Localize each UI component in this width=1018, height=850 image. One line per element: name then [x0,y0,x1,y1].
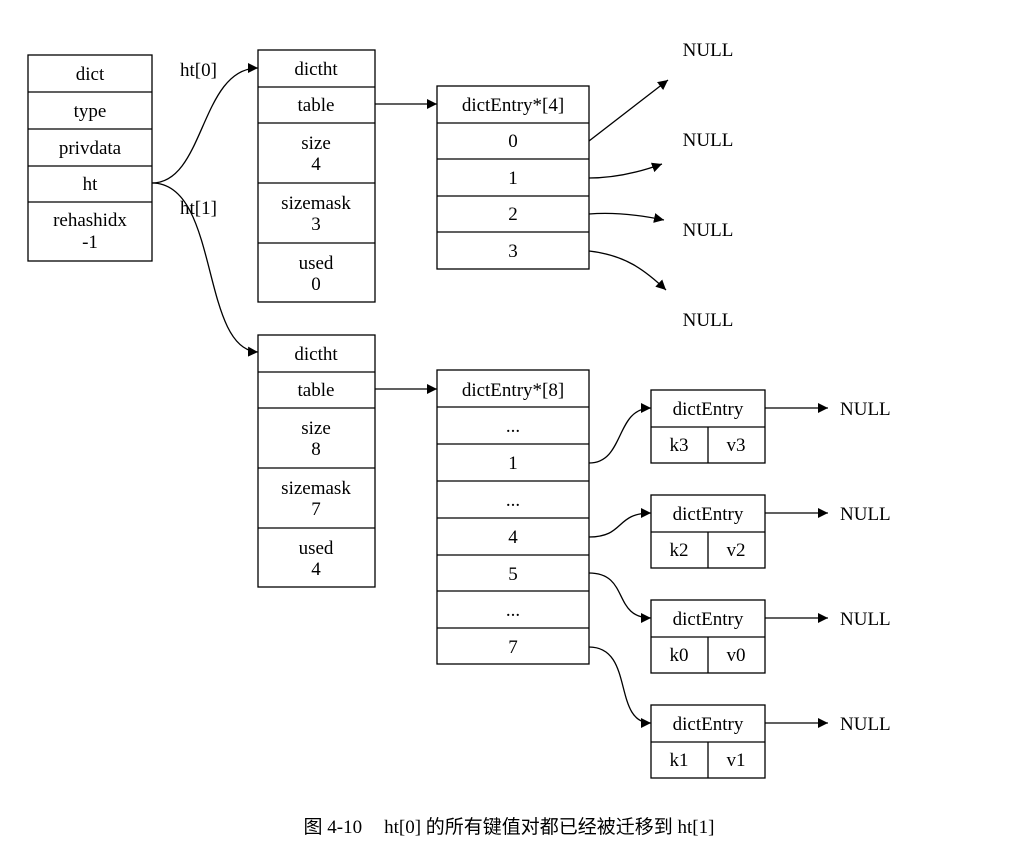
dict-field-ht: ht [83,174,99,195]
dictht-1-sizemask-value: 7 [311,499,321,520]
null-label: NULL [683,40,734,61]
bucket-array-8-cell: 7 [508,637,518,658]
dictht-0-used-label: used [299,253,334,274]
dict-entry-value: v2 [727,540,746,561]
null-label: NULL [683,130,734,151]
edge-bucket2-null [588,212,665,223]
dictht-1-used-value: 4 [311,559,321,580]
dictht-0-used-value: 0 [311,274,321,295]
bucket-array-4-cell: 1 [508,168,518,189]
dictht-0-sizemask-value: 3 [311,214,321,235]
dictht-0-size-label: size [301,133,331,154]
edge-dict-to-ht0 [151,63,259,184]
edge-label-ht0: ht[0] [180,60,217,81]
dictht-0-table: table [298,95,335,116]
edge-bucket3-null [588,250,667,291]
dict-entry-key: k3 [670,435,689,456]
dict-field-rehashidx: rehashidx [53,210,127,231]
dict-entry-k1: dictEntry k1 v1 [650,704,766,779]
edge-bucket5-k0 [588,572,652,623]
dict-entry-key: k2 [670,540,689,561]
dict-entry-k3: dictEntry k3 v3 [650,389,766,464]
figure-caption: 图 4-10 ht[0] 的所有键值对都已经被迁移到 ht[1] [0,812,1018,839]
figure-number: 图 4-10 [303,817,363,838]
bucket-array-8-cell: ... [506,416,520,437]
edge-bucket1-k3 [588,403,652,464]
dict-entry-title: dictEntry [673,609,744,630]
null-label: NULL [840,609,891,630]
bucket-array-4-cell: 3 [508,241,518,262]
null-label: NULL [840,714,891,735]
bucket-array-8-title: dictEntry*[8] [462,380,564,401]
dict-entry-k2: dictEntry k2 v2 [650,494,766,569]
bucket-array-8: dictEntry*[8] ... 1 ... 4 5 ... 7 [436,369,590,665]
diagram: dict type privdata ht rehashidx -1 dicth… [27,40,891,779]
null-label: NULL [683,310,734,331]
dictht-1-size-value: 8 [311,439,321,460]
dict-field-type: type [74,101,107,122]
dictht-0-title: dictht [294,59,338,80]
dict-entry-value: v3 [727,435,746,456]
bucket-array-4: dictEntry*[4] 0 1 2 3 [436,85,590,270]
edge-bucket0-null [588,79,669,142]
dict-entry-title: dictEntry [673,504,744,525]
null-label: NULL [683,220,734,241]
dict-entry-value: v0 [727,645,746,666]
dict-struct: dict type privdata ht rehashidx -1 [27,54,153,262]
null-label: NULL [840,504,891,525]
edge-dict-to-ht1 [151,182,259,357]
dictht-1-used-label: used [299,538,334,559]
dict-entry-key: k1 [670,750,689,771]
dict-entry-title: dictEntry [673,714,744,735]
bucket-array-8-cell: 5 [508,564,518,585]
bucket-array-8-cell: 4 [508,527,518,548]
dict-entry-value: v1 [727,750,746,771]
dictht-0-sizemask-label: sizemask [281,193,351,214]
dict-title: dict [76,64,105,85]
dictht-1-title: dictht [294,344,338,365]
edge-label-ht1: ht[1] [180,198,217,219]
edge-bucket4-k2 [588,508,652,538]
dictht-1-table: table [298,380,335,401]
bucket-array-8-cell: ... [506,600,520,621]
dictht-1-size-label: size [301,418,331,439]
dict-entry-title: dictEntry [673,399,744,420]
dictht-0-size-value: 4 [311,154,321,175]
bucket-array-4-cell: 2 [508,204,518,225]
dict-entry-k0: dictEntry k0 v0 [650,599,766,674]
bucket-array-8-cell: ... [506,490,520,511]
dict-rehashidx-value: -1 [82,232,98,253]
dictht-1-sizemask-label: sizemask [281,478,351,499]
dictht-0: dictht table size 4 sizemask 3 used 0 [257,49,376,303]
dict-entry-key: k0 [670,645,689,666]
bucket-array-4-cell: 0 [508,131,518,152]
edge-bucket7-k1 [588,646,652,728]
dictht-1: dictht table size 8 sizemask 7 used 4 [257,334,376,588]
bucket-array-8-cell: 1 [508,453,518,474]
edge-bucket1-null [588,162,663,179]
null-label: NULL [840,399,891,420]
figure-caption-text: ht[0] 的所有键值对都已经被迁移到 ht[1] [384,817,715,838]
bucket-array-4-title: dictEntry*[4] [462,95,564,116]
dict-field-privdata: privdata [59,138,122,159]
